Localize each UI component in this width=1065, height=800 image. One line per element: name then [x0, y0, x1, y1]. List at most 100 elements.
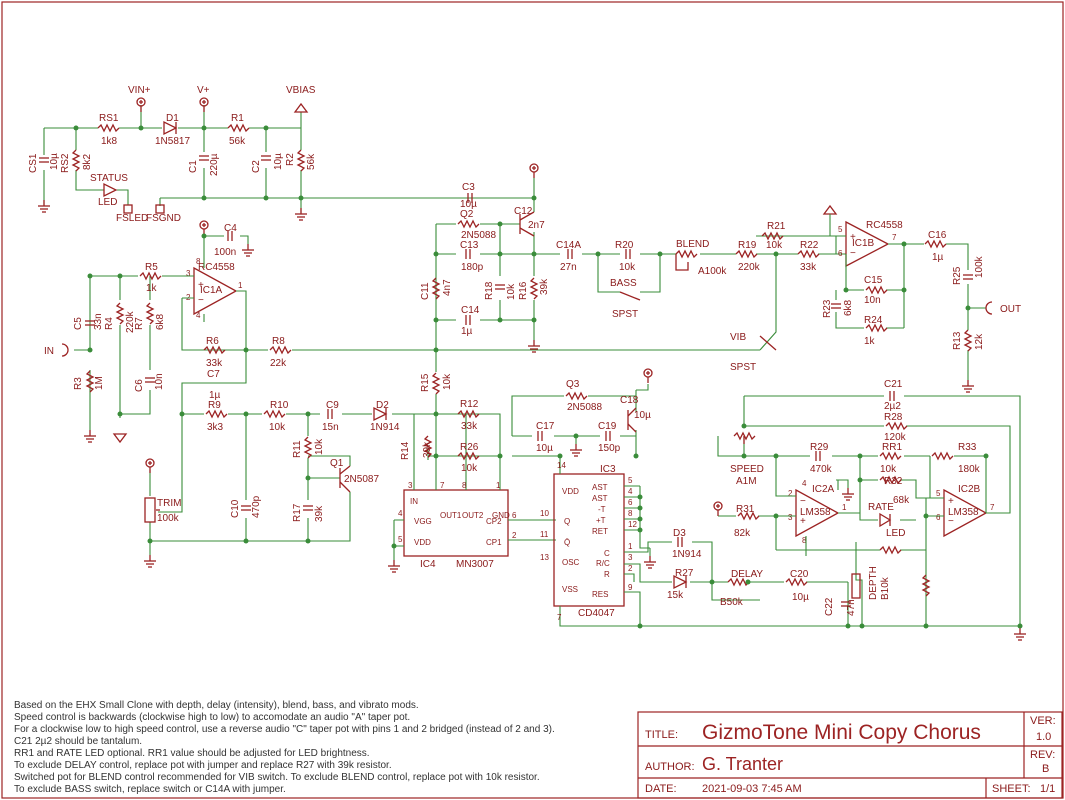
svg-text:5: 5 — [838, 225, 843, 234]
r25-ref: R13 — [952, 331, 963, 350]
r30-val: 120k — [884, 432, 907, 443]
c19-ref: D3 — [673, 528, 686, 539]
c9-val: 15n — [322, 422, 339, 433]
svg-text:OSC: OSC — [562, 558, 580, 567]
note-line: To exclude DELAY control, replace pot wi… — [14, 760, 392, 771]
lm358-label-b: LM358 — [948, 507, 979, 518]
rc4558-label-b: RC4558 — [866, 220, 903, 231]
c20-val: 47n — [846, 599, 857, 616]
r15-val: 10k — [442, 373, 453, 390]
ic1b-label: IC1B — [852, 238, 875, 249]
speed-label: SPEED — [730, 464, 764, 475]
q1-val: 2N5087 — [344, 474, 379, 485]
r9-val: 3k3 — [207, 422, 224, 433]
svg-text:9: 9 — [628, 583, 633, 592]
r21-val: 33k — [800, 262, 817, 273]
c11-ref: C14 — [461, 305, 480, 316]
c16-val: 100k — [974, 255, 985, 278]
svg-text:VGG: VGG — [414, 517, 432, 526]
ic3-label: IC3 — [600, 464, 616, 475]
svg-text:VDD: VDD — [562, 487, 579, 496]
c13-val: 10k — [506, 283, 517, 300]
r10-ref: R10 — [270, 400, 289, 411]
ic2b-label: IC2B — [958, 484, 981, 495]
svg-text:+: + — [198, 280, 204, 291]
c13-ref: R18 — [484, 281, 495, 300]
svg-text:VDD: VDD — [414, 538, 431, 547]
svg-text:−: − — [800, 496, 806, 507]
r2-val: 56k — [306, 153, 317, 170]
r22-val: 10n — [864, 295, 881, 306]
r26-val: 2N5088 — [567, 402, 602, 413]
svg-text:VSS: VSS — [562, 585, 578, 594]
svg-text:+: + — [850, 232, 856, 243]
d1-ref: D1 — [166, 113, 179, 124]
c9-ref: C9 — [326, 400, 339, 411]
c10-ref: R17 — [292, 503, 303, 522]
rs2-val: 8k2 — [82, 153, 93, 170]
r33-val: 82k — [734, 528, 751, 539]
c12-ref: C13 — [460, 240, 479, 251]
trim-val: 100k — [157, 513, 180, 524]
svg-text:4: 4 — [628, 487, 633, 496]
c1-val: 220µ — [209, 153, 220, 176]
vbias-label: VBIAS — [286, 85, 316, 96]
spst-label-2: SPST — [730, 362, 756, 373]
r1-val: 56k — [229, 136, 246, 147]
c14a-val: 10k — [619, 262, 636, 273]
r18-val: 39k — [539, 278, 550, 295]
svg-text:7: 7 — [990, 503, 995, 512]
r3-val: 1M — [94, 376, 105, 390]
r23-ref: R24 — [864, 315, 883, 326]
ver-key: VER: — [1030, 715, 1056, 727]
c15-val: 6k8 — [843, 299, 854, 316]
svg-text:2: 2 — [788, 489, 793, 498]
note-line: Speed control is backwards (clockwise hi… — [14, 712, 410, 723]
ver-value: 1.0 — [1036, 731, 1051, 743]
r12-val: 39k — [422, 441, 433, 458]
svg-text:IN: IN — [410, 497, 418, 506]
c5-val: 33n — [93, 313, 104, 330]
r30-ref: R28 — [884, 412, 903, 423]
r24-ref: C16 — [928, 230, 947, 241]
blend-val: A100k — [698, 266, 727, 277]
note-line: To exclude BASS switch, replace switch o… — [14, 784, 286, 795]
svg-text:7: 7 — [557, 613, 562, 622]
svg-text:+: + — [948, 496, 954, 507]
svg-text:3: 3 — [408, 481, 413, 490]
vplus-label: V+ — [197, 85, 210, 96]
c7-ref: C7 — [207, 369, 220, 380]
svg-text:AST: AST — [592, 483, 608, 492]
r13-val: 33k — [461, 421, 478, 432]
r4-val: 220k — [125, 310, 136, 333]
rev-key: REV: — [1030, 749, 1055, 761]
blend-label: BLEND — [676, 239, 709, 250]
rev-value: B — [1042, 763, 1049, 775]
r8-val: 22k — [270, 358, 287, 369]
svg-text:6: 6 — [936, 513, 941, 522]
svg-text:3: 3 — [788, 513, 793, 522]
mixer-stage: BASS SPST BLEND A100k R19 220k R21 10k R… — [595, 221, 846, 373]
r18-ref: R16 — [518, 281, 529, 300]
author-name: G. Tranter — [702, 754, 783, 774]
vin-label: VIN+ — [128, 85, 151, 96]
r6-val: 33k — [206, 358, 223, 369]
lm358-label-a: LM358 — [800, 507, 831, 518]
r7-ref: R7 — [134, 317, 145, 330]
note-line: Based on the EHX Small Clone with depth,… — [14, 700, 419, 711]
r12-ref: R14 — [400, 441, 411, 460]
r15-ref: R15 — [420, 373, 431, 392]
sheet-key: SHEET: — [992, 783, 1031, 795]
d3-val: 15k — [667, 590, 684, 601]
sheet-value: 1/1 — [1040, 783, 1055, 795]
trim-label: TRIM — [157, 498, 181, 509]
r23-val: 1k — [864, 336, 876, 347]
c18-val: 10µ — [536, 443, 553, 454]
c17-val: 150p — [598, 443, 621, 454]
lfo-stage: −+ 231 48 LM358 IC2A +− 567 LM358 IC2B — [560, 379, 1027, 641]
date-key: DATE: — [645, 783, 677, 795]
r11-val: 10k — [314, 438, 325, 455]
